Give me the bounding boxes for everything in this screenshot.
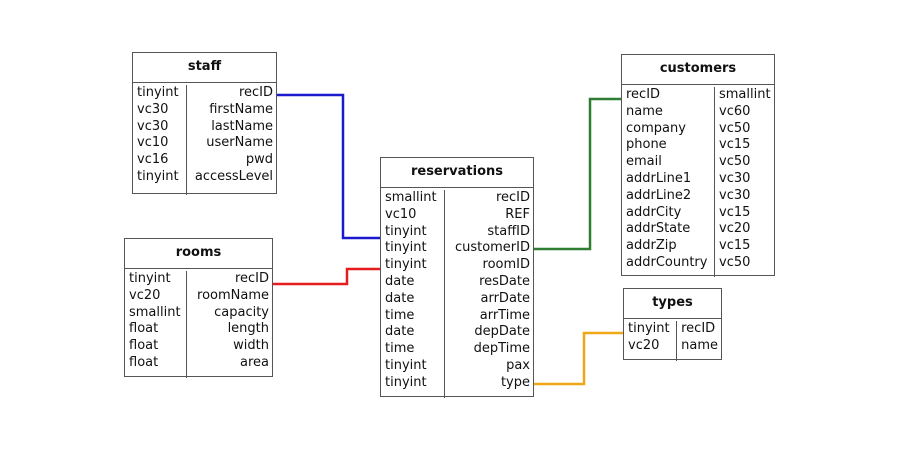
reservations-table[interactable]: reservations smallint vc10 tinyint tinyi… <box>380 157 534 398</box>
staff-type-cell: tinyint <box>137 85 179 100</box>
customers-field-addrcity: addrCity <box>626 204 682 220</box>
customers-type-cell: vc15 <box>719 137 751 153</box>
staff-field-firstname: firstName <box>209 101 273 117</box>
customers-type-cell: vc30 <box>719 170 751 186</box>
reservations-field-arrtime: arrTime <box>479 307 530 323</box>
relation-staff-reservations <box>276 93 380 240</box>
customers-type-cell: vc50 <box>719 120 751 136</box>
rooms-table-title: rooms <box>125 239 272 269</box>
customers-field-addrstate: addrState <box>626 221 691 237</box>
staff-field-accesslevel: accessLevel <box>194 168 273 184</box>
reservations-type-cell: time <box>385 307 415 323</box>
reservations-field-recid: recID <box>495 190 530 205</box>
customers-field-addrline1: addrLine1 <box>626 170 692 186</box>
rooms-type-cell: float <box>129 338 159 354</box>
staff-table[interactable]: staff tinyint vc30 vc30 vc10 vc16 tinyin… <box>132 52 277 195</box>
rooms-type-cell: float <box>129 354 159 370</box>
reservations-type-cell: date <box>385 324 415 340</box>
customers-field-column: recID name company phone email addrLine1… <box>622 87 714 277</box>
customers-type-cell: smallint <box>719 87 771 102</box>
staff-field-lastname: lastName <box>211 118 273 134</box>
rooms-field-column: recID roomName capacity length width are… <box>186 271 272 378</box>
customers-type-cell: vc15 <box>719 238 751 254</box>
customers-type-cell: vc60 <box>719 103 751 119</box>
customers-field-addrzip: addrZip <box>626 238 677 254</box>
staff-field-username: userName <box>206 135 273 151</box>
types-field-name: name <box>681 337 718 353</box>
reservations-table-title: reservations <box>381 158 533 188</box>
reservations-field-arrdate: arrDate <box>480 290 531 306</box>
reservations-field-roomid: roomID <box>482 257 530 273</box>
types-table[interactable]: types tinyint vc20 recID name <box>623 288 722 361</box>
reservations-field-deptime: depTime <box>473 341 530 357</box>
types-type-cell: tinyint <box>628 321 670 336</box>
staff-type-cell: vc10 <box>137 135 169 151</box>
customers-field-addrline2: addrLine2 <box>626 187 692 203</box>
reservations-type-cell: smallint <box>385 190 437 205</box>
customers-table[interactable]: customers recID name company phone email… <box>621 54 775 277</box>
reservations-type-cell: date <box>385 290 415 306</box>
customers-field-phone: phone <box>626 137 667 153</box>
customers-type-cell: vc50 <box>719 154 751 170</box>
customers-type-cell: vc20 <box>719 221 751 237</box>
customers-field-company: company <box>626 120 686 136</box>
reservations-field-ref: REF <box>505 206 530 222</box>
reservations-type-cell: tinyint <box>385 374 427 390</box>
staff-table-title: staff <box>133 53 276 83</box>
rooms-type-cell: smallint <box>129 304 181 320</box>
staff-type-cell: tinyint <box>137 168 179 184</box>
staff-type-cell: vc30 <box>137 118 169 134</box>
staff-type-cell: vc30 <box>137 101 169 117</box>
customers-field-addrcountry: addrCountry <box>626 254 708 270</box>
staff-field-column: recID firstName lastName userName pwd ac… <box>186 85 276 195</box>
customers-table-title: customers <box>622 55 774 85</box>
relation-types-reservations <box>533 331 623 386</box>
reservations-type-cell: vc10 <box>385 206 417 222</box>
relation-rooms-reservations <box>272 267 380 286</box>
rooms-field-area: area <box>240 354 269 370</box>
customers-type-column: smallint vc60 vc50 vc15 vc50 vc30 vc30 v… <box>714 87 774 277</box>
customers-type-cell: vc15 <box>719 204 751 220</box>
types-field-recid: recID <box>681 321 716 336</box>
rooms-field-length: length <box>227 321 269 337</box>
rooms-type-cell: vc20 <box>129 287 161 303</box>
reservations-type-cell: tinyint <box>385 240 427 256</box>
staff-field-pwd: pwd <box>245 152 273 168</box>
customers-type-cell: vc30 <box>719 187 751 203</box>
reservations-field-staffid: staffID <box>487 223 530 239</box>
reservations-field-pax: pax <box>506 357 530 373</box>
rooms-table[interactable]: rooms tinyint vc20 smallint float float … <box>124 238 273 378</box>
reservations-type-cell: time <box>385 341 415 357</box>
staff-field-recid: recID <box>238 85 273 100</box>
customers-field-recid: recID <box>626 87 661 102</box>
reservations-type-cell: date <box>385 273 415 289</box>
staff-type-column: tinyint vc30 vc30 vc10 vc16 tinyint <box>133 85 186 195</box>
rooms-type-cell: tinyint <box>129 271 171 286</box>
types-type-cell: vc20 <box>628 337 660 353</box>
customers-type-cell: vc50 <box>719 254 751 270</box>
reservations-field-depdate: depDate <box>474 324 530 340</box>
staff-type-cell: vc16 <box>137 152 169 168</box>
reservations-type-cell: tinyint <box>385 223 427 239</box>
customers-field-name: name <box>626 103 663 119</box>
reservations-field-column: recID REF staffID customerID roomID resD… <box>444 190 533 398</box>
reservations-type-column: smallint vc10 tinyint tinyint tinyint da… <box>381 190 444 398</box>
customers-field-email: email <box>626 154 662 170</box>
reservations-field-resdate: resDate <box>479 273 530 289</box>
types-table-title: types <box>624 289 721 319</box>
rooms-field-roomname: roomName <box>197 287 269 303</box>
rooms-field-width: width <box>233 338 269 354</box>
rooms-type-cell: float <box>129 321 159 337</box>
reservations-field-type: type <box>500 374 530 390</box>
reservations-field-customerid: customerID <box>454 240 530 256</box>
rooms-field-recid: recID <box>234 271 269 286</box>
types-type-column: tinyint vc20 <box>624 321 676 361</box>
reservations-type-cell: tinyint <box>385 257 427 273</box>
rooms-type-column: tinyint vc20 smallint float float float <box>125 271 186 378</box>
rooms-field-capacity: capacity <box>214 304 269 320</box>
reservations-type-cell: tinyint <box>385 357 427 373</box>
relation-customers-reservations <box>533 97 621 251</box>
types-field-column: recID name <box>676 321 721 361</box>
